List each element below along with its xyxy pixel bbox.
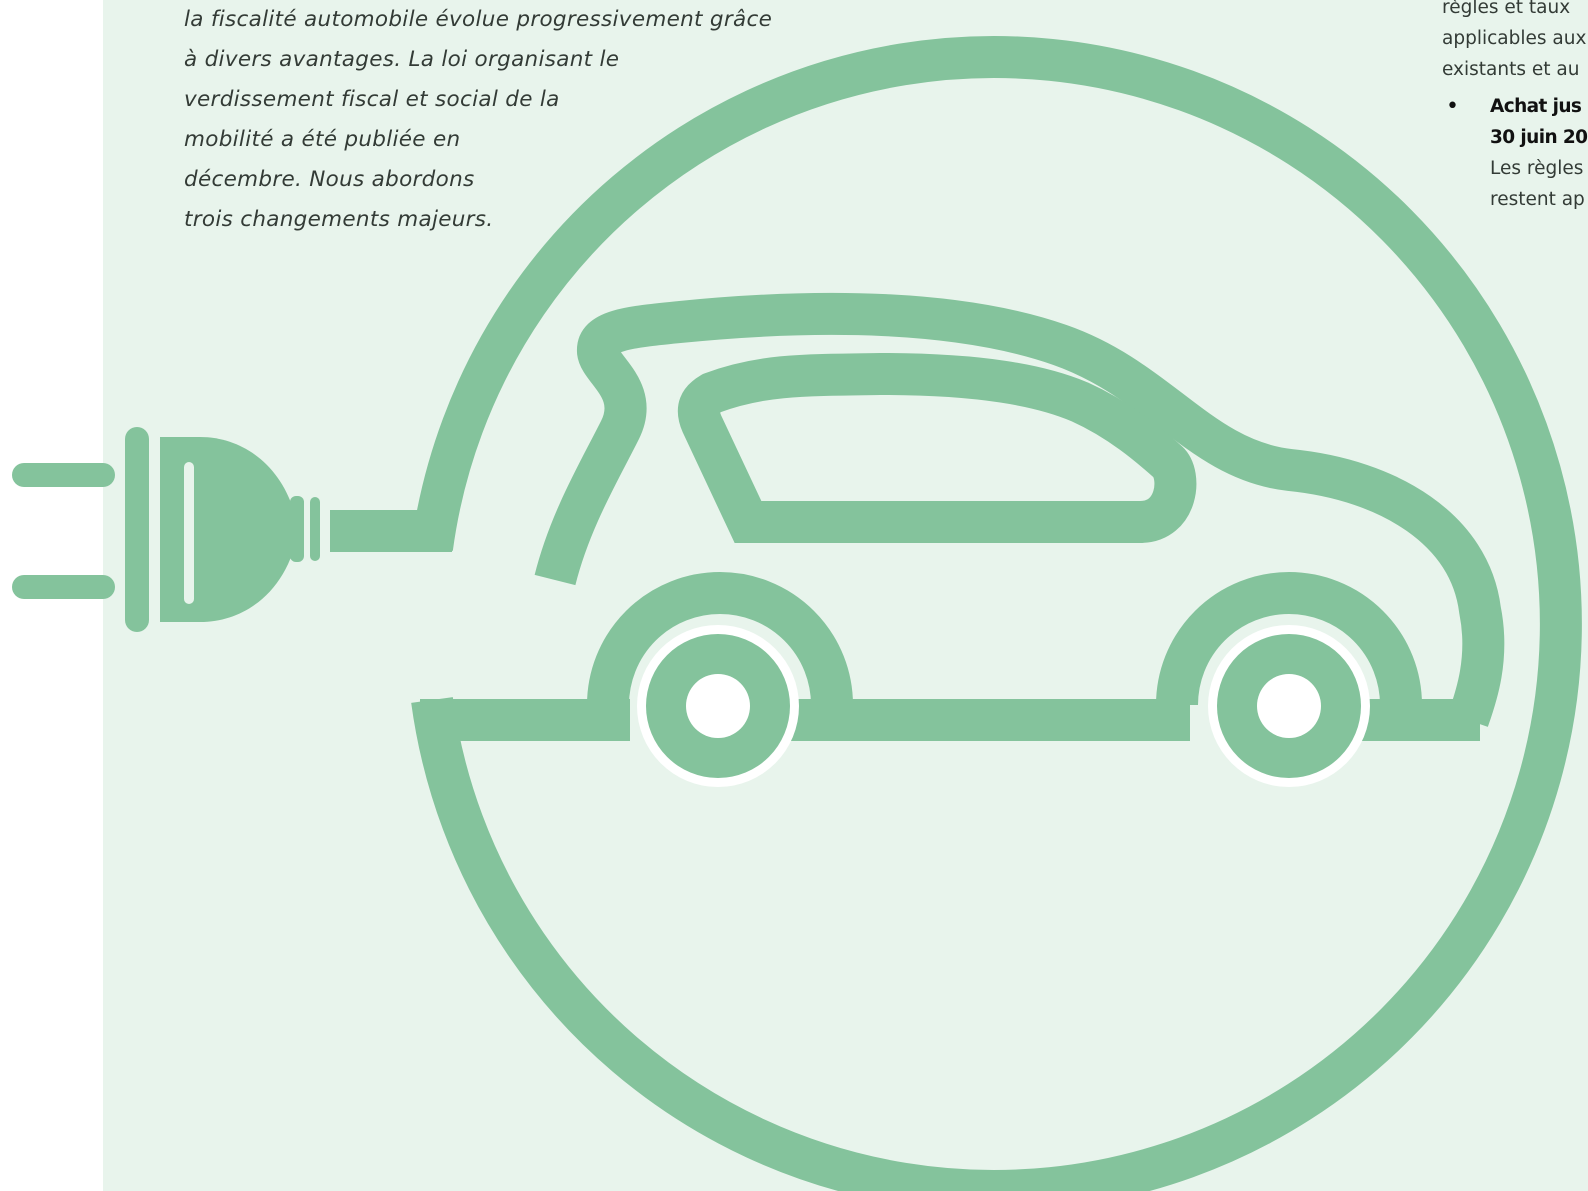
bullet-text: Les règles [1490,158,1584,179]
sidebar-line: règles et taux [1442,0,1571,18]
bullet-item: • Achat jus 30 juin 20 Les règles resten… [1442,91,1588,215]
sidebar-text: règles et taux applicables aux existants… [1442,0,1588,215]
circle-outline [411,36,1582,1191]
wheel-arch-rear [1156,572,1422,706]
intro-line: la fiscalité automobile évolue progressi… [184,7,773,32]
sidebar-line: applicables aux [1442,28,1587,49]
plug-flange [125,427,149,632]
sidebar-line: existants et au [1442,59,1580,80]
bullet-dot-icon: • [1446,94,1459,119]
bullet-title: 30 juin 20 [1490,127,1588,148]
intro-line: décembre. Nous abordons [184,167,475,192]
plug-body [160,437,298,622]
intro-line: verdissement fiscal et social de la [184,87,560,112]
intro-paragraph: la fiscalité automobile évolue progressi… [184,0,804,240]
bullet-text: restent ap [1490,189,1585,210]
intro-line: à divers avantages. La loi organisant le [184,47,620,72]
bullet-title: Achat jus [1490,96,1582,117]
wheel-arch-front [587,572,853,706]
plug-prong-bottom [12,575,115,599]
intro-line: trois changements majeurs. [184,207,494,232]
car-body [534,292,1505,727]
intro-line: mobilité a été publiée en [184,127,461,152]
plug-prong-top [12,463,115,487]
car-window [677,352,1197,543]
